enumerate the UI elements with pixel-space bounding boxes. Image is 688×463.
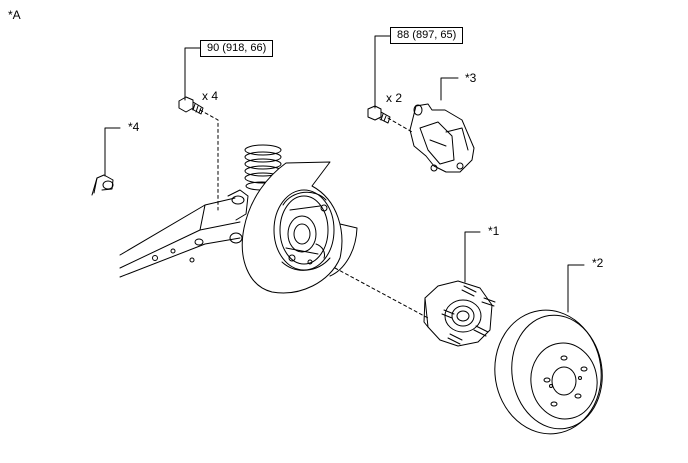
speed-sensor xyxy=(91,174,114,196)
caliper-bolt xyxy=(367,105,391,124)
sensor-callout: *4 xyxy=(128,120,140,134)
caliper-leader xyxy=(440,77,459,101)
backing-plate xyxy=(241,161,358,294)
hub-leader xyxy=(464,231,481,283)
sensor-leader xyxy=(104,127,121,177)
assembly-lines xyxy=(199,109,429,319)
hub-bolt-quantity: x 4 xyxy=(202,89,219,103)
disc-callout: *2 xyxy=(592,256,604,270)
brake-caliper xyxy=(409,103,475,173)
caliper-callout: *3 xyxy=(465,71,477,85)
axle-beam xyxy=(119,189,249,278)
caliper-bolt-quantity: x 2 xyxy=(386,91,403,105)
hub-studs xyxy=(441,285,496,345)
disc-leader xyxy=(567,264,585,313)
hub-bolt-torque-spec: 90 (918, 66) xyxy=(200,40,274,57)
axle-hub xyxy=(423,280,496,347)
hub-callout: *1 xyxy=(488,224,500,238)
caliper-bolt-torque-spec: 88 (897, 65) xyxy=(390,27,464,44)
hub-bolt xyxy=(178,96,204,115)
leader-lines xyxy=(104,35,585,313)
figure-tag: *A xyxy=(8,8,21,22)
hub-bolt-leader xyxy=(184,47,201,101)
caliper-bolt-leader xyxy=(374,35,391,109)
brake-disc xyxy=(494,309,603,435)
